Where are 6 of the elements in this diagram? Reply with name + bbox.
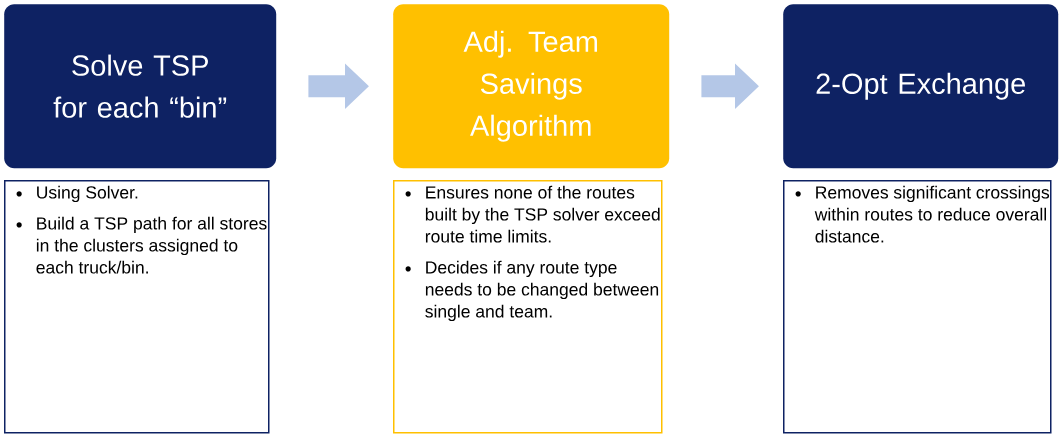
step-header-box: Solve TSP for each “bin”: [4, 4, 277, 169]
step-header-box: 2-Opt Exchange: [783, 4, 1059, 169]
step-header-box: Adj. Team Savings Algorithm: [393, 4, 670, 169]
description-box: Ensures none of the routes built by the TSP solver exceed route time limits. Decides if any route type needs to be changed between single and team.: [393, 180, 663, 434]
description-box: Removes significant crossings within routes to reduce overall distance.: [783, 180, 1052, 434]
description-box: Using Solver. Build a TSP path for all stores in the clusters assigned to each truck/bin.: [4, 180, 270, 434]
